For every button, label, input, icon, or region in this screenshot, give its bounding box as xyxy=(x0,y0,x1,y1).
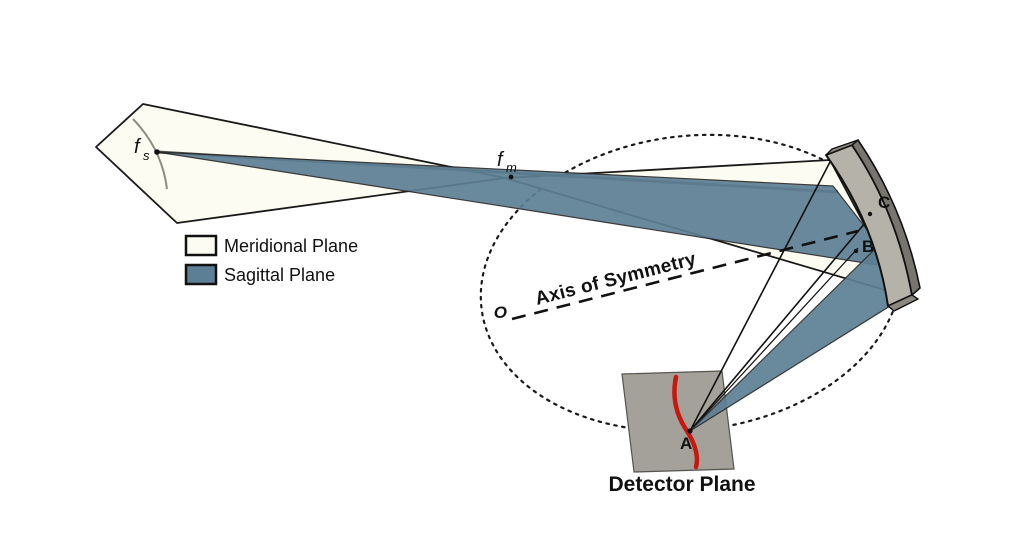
fs-dot xyxy=(154,149,160,155)
ray-mirror-top-to-a xyxy=(689,161,831,432)
legend: Meridional Plane Sagittal Plane xyxy=(184,234,358,286)
point-a-label: A xyxy=(680,434,692,453)
axis-of-symmetry-line xyxy=(511,229,859,321)
detector-plane-surface xyxy=(621,370,735,473)
fs-label: f xyxy=(134,136,142,158)
legend-swatch-sagittal xyxy=(184,263,218,286)
legend-swatch-meridional xyxy=(184,234,218,257)
sagittal-beam-to-detector xyxy=(689,249,907,432)
legend-label-sagittal: Sagittal Plane xyxy=(224,265,335,285)
fm-subscript: m xyxy=(506,160,517,175)
fm-label: f xyxy=(497,149,505,171)
axis-of-symmetry-label-group: Axis of Symmetry xyxy=(533,249,699,310)
fm-dot xyxy=(508,174,514,180)
origin-label: O xyxy=(494,303,507,322)
fs-subscript: s xyxy=(143,148,150,163)
detector-plane-caption: Detector Plane xyxy=(608,473,755,496)
detector-focal-curve xyxy=(672,374,700,470)
mirror-bottom-cap xyxy=(887,294,919,312)
sagittal-beam xyxy=(156,151,898,269)
point-c-label: C xyxy=(878,193,890,212)
point-b-label: B xyxy=(862,237,874,256)
axis-of-symmetry-label: Axis of Symmetry xyxy=(533,249,699,310)
ray-point-b-to-a xyxy=(689,247,859,432)
ray-point-c-to-a xyxy=(689,209,877,432)
point-a-dot xyxy=(687,428,693,434)
legend-label-meridional: Meridional Plane xyxy=(224,236,358,256)
point-c-dot xyxy=(867,211,873,217)
mirror-top-cap xyxy=(825,139,859,156)
point-b-dot xyxy=(853,248,859,254)
